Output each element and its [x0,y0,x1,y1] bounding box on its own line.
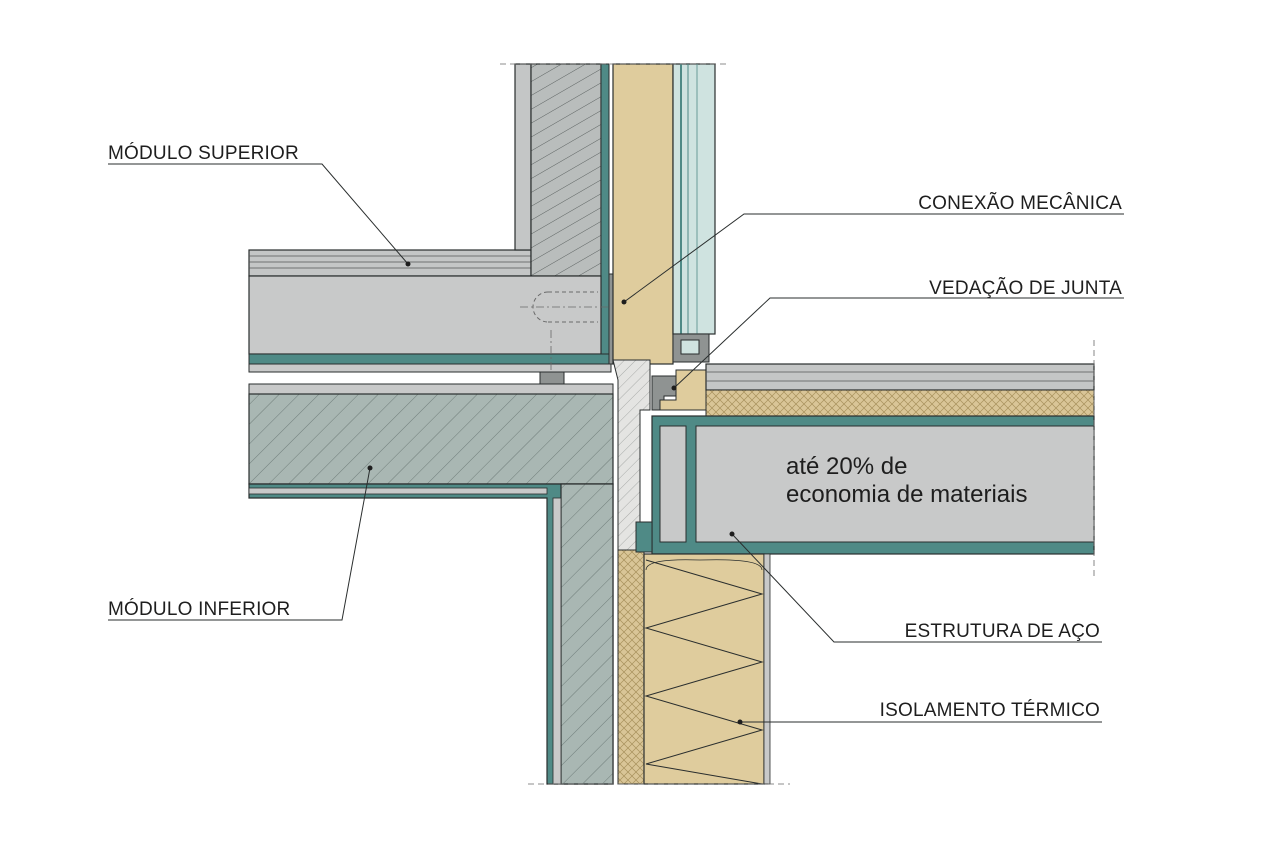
steel-beam-web [659,425,687,543]
lower-wall [560,483,614,785]
upper-floor-finish [248,249,532,277]
label-isolamento-termico: ISOLAMENTO TÉRMICO [880,700,1100,721]
label-modulo-inferior: MÓDULO INFERIOR [108,598,290,620]
joint-zone [539,359,707,551]
break-lines [500,63,790,785]
label-vedacao-de-junta: VEDAÇÃO DE JUNTA [929,277,1122,299]
upper-wall-steel-edge [600,63,610,365]
label-modulo-superior: MÓDULO SUPERIOR [108,142,299,164]
upper-facade-insulation [612,63,674,365]
steel-beam-body [695,425,1095,543]
leader-modulo-superior [108,163,409,265]
leader-vedacao-de-junta [673,297,1124,389]
upper-facade [612,63,716,365]
leader-conexao-mecanica [623,213,1124,303]
upper-wall-core [530,63,602,277]
label-conexao-mecanica: CONEXÃO MECÂNICA [918,192,1122,214]
glazing [672,63,716,335]
lower-module [248,383,614,785]
upper-module [248,63,640,420]
upper-slab-steel-bottom [248,353,610,365]
leader-lines [108,163,1124,723]
upper-slab [248,275,602,355]
label-estrutura-de-aco: ESTRUTURA DE AÇO [905,621,1100,642]
note-line-2: economia de materiais [786,481,1027,508]
right-slab [651,340,1095,580]
thermal-insulation [617,521,771,785]
leader-estrutura-de-aco [731,533,1102,643]
lower-slab [248,393,614,485]
leader-modulo-inferior [108,467,371,621]
note-line-1: até 20% de [786,453,907,480]
insulation-zigzag [644,559,764,785]
upper-wall-outer [514,63,532,251]
right-slab-insulation-layer [705,389,1095,417]
leader-dots [367,261,743,725]
right-slab-finish [705,363,1095,391]
lower-slab-top [248,383,614,395]
